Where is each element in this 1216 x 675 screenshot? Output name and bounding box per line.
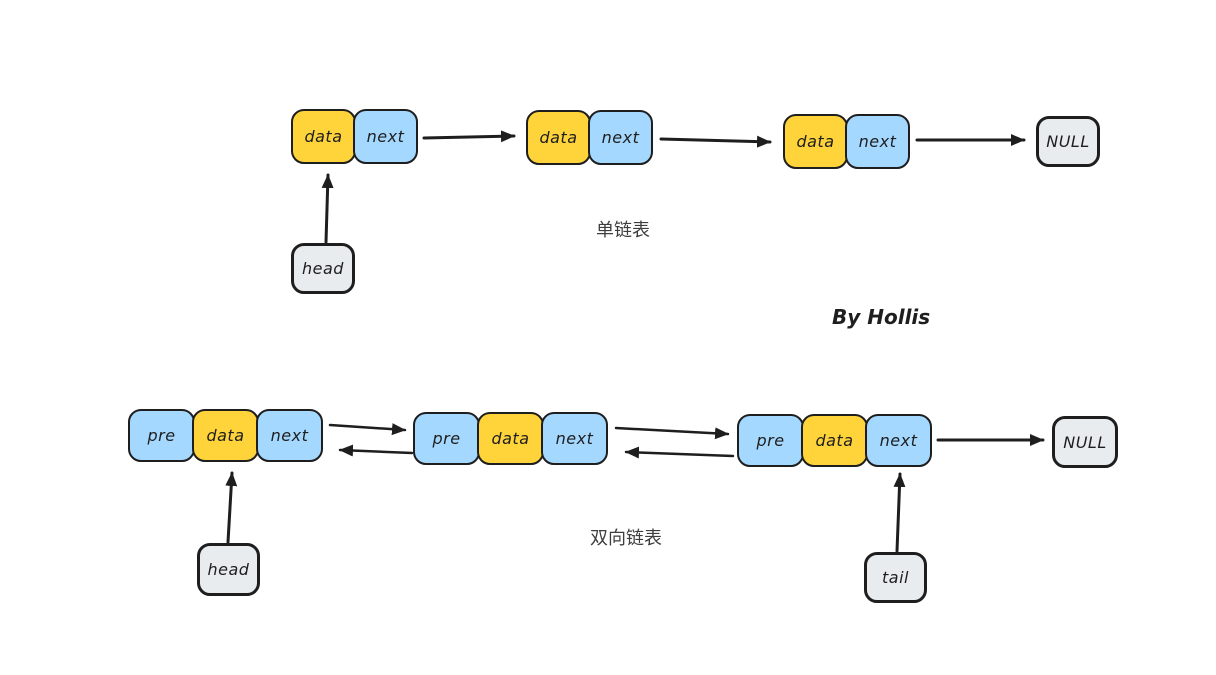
sll-node-3-data-cell: data [783, 114, 848, 169]
dll-tail-box: tail [864, 552, 927, 603]
sll-node-2-data-label: data [539, 128, 578, 147]
dll-node-3: pre data next [737, 414, 932, 467]
dll-head-label: head [207, 560, 250, 579]
dll-tail-label: tail [882, 568, 909, 587]
dll-node-2: pre data next [413, 412, 608, 465]
dll-null-box: NULL [1052, 416, 1118, 468]
arrow-dll-head-to-node1 [225, 471, 238, 544]
sll-node-1-data-label: data [304, 127, 343, 146]
dll-node-3-pre-label: pre [756, 431, 785, 450]
dll-node-3-data-cell: data [801, 414, 868, 467]
arrow-sll-node1-to-node2 [422, 130, 516, 143]
dll-node-3-pre-cell: pre [737, 414, 804, 467]
sll-node-1: data next [291, 109, 418, 164]
sll-null-label: NULL [1046, 132, 1090, 151]
sll-node-3-data-label: data [796, 132, 835, 151]
dll-node-1-next-label: next [270, 426, 309, 445]
arrow-dll-node3-pre-to-node2 [624, 446, 735, 459]
dll-node-1-pre-cell: pre [128, 409, 195, 462]
dll-node-3-next-label: next [879, 431, 918, 450]
dll-node-2-pre-label: pre [432, 429, 461, 448]
dll-node-1-data-label: data [206, 426, 245, 445]
sll-head-label: head [302, 259, 344, 278]
dll-null-label: NULL [1063, 432, 1107, 452]
dll-node-2-data-label: data [491, 429, 530, 448]
dll-node-2-next-cell: next [541, 412, 608, 465]
sll-node-2-next-cell: next [588, 110, 653, 165]
dll-node-1-data-cell: data [192, 409, 259, 462]
arrow-sll-node2-to-node3 [659, 135, 772, 148]
sll-node-1-next-label: next [366, 127, 405, 146]
arrow-sll-head-to-node1 [321, 173, 334, 244]
dll-head-box: head [197, 543, 260, 596]
arrow-dll-node2-pre-to-node1 [338, 444, 414, 457]
sll-node-3-next-label: next [858, 132, 897, 151]
sll-node-2-data-cell: data [526, 110, 591, 165]
dll-node-2-data-cell: data [477, 412, 544, 465]
dll-node-3-data-label: data [815, 431, 854, 450]
dll-node-3-next-cell: next [865, 414, 932, 467]
sll-node-2: data next [526, 110, 653, 165]
arrow-dll-node2-next-to-node3 [614, 426, 730, 440]
sll-caption: 单链表 [596, 220, 650, 240]
sll-node-1-data-cell: data [291, 109, 356, 164]
sll-node-3-next-cell: next [845, 114, 910, 169]
author-signature: By Hollis [832, 305, 931, 329]
dll-node-2-pre-cell: pre [413, 412, 480, 465]
sll-node-3: data next [783, 114, 910, 169]
dll-node-2-next-label: next [555, 429, 594, 448]
arrow-dll-tail-to-node3 [893, 472, 906, 553]
sll-null-box: NULL [1036, 116, 1100, 167]
sll-head-box: head [291, 243, 355, 294]
dll-node-1: pre data next [128, 409, 323, 462]
sll-node-1-next-cell: next [353, 109, 418, 164]
sll-node-2-next-label: next [601, 128, 640, 147]
dll-node-1-next-cell: next [256, 409, 323, 462]
arrow-dll-node1-next-to-node2 [328, 423, 407, 436]
dll-node-1-pre-label: pre [147, 426, 176, 445]
dll-caption: 双向链表 [590, 528, 662, 548]
